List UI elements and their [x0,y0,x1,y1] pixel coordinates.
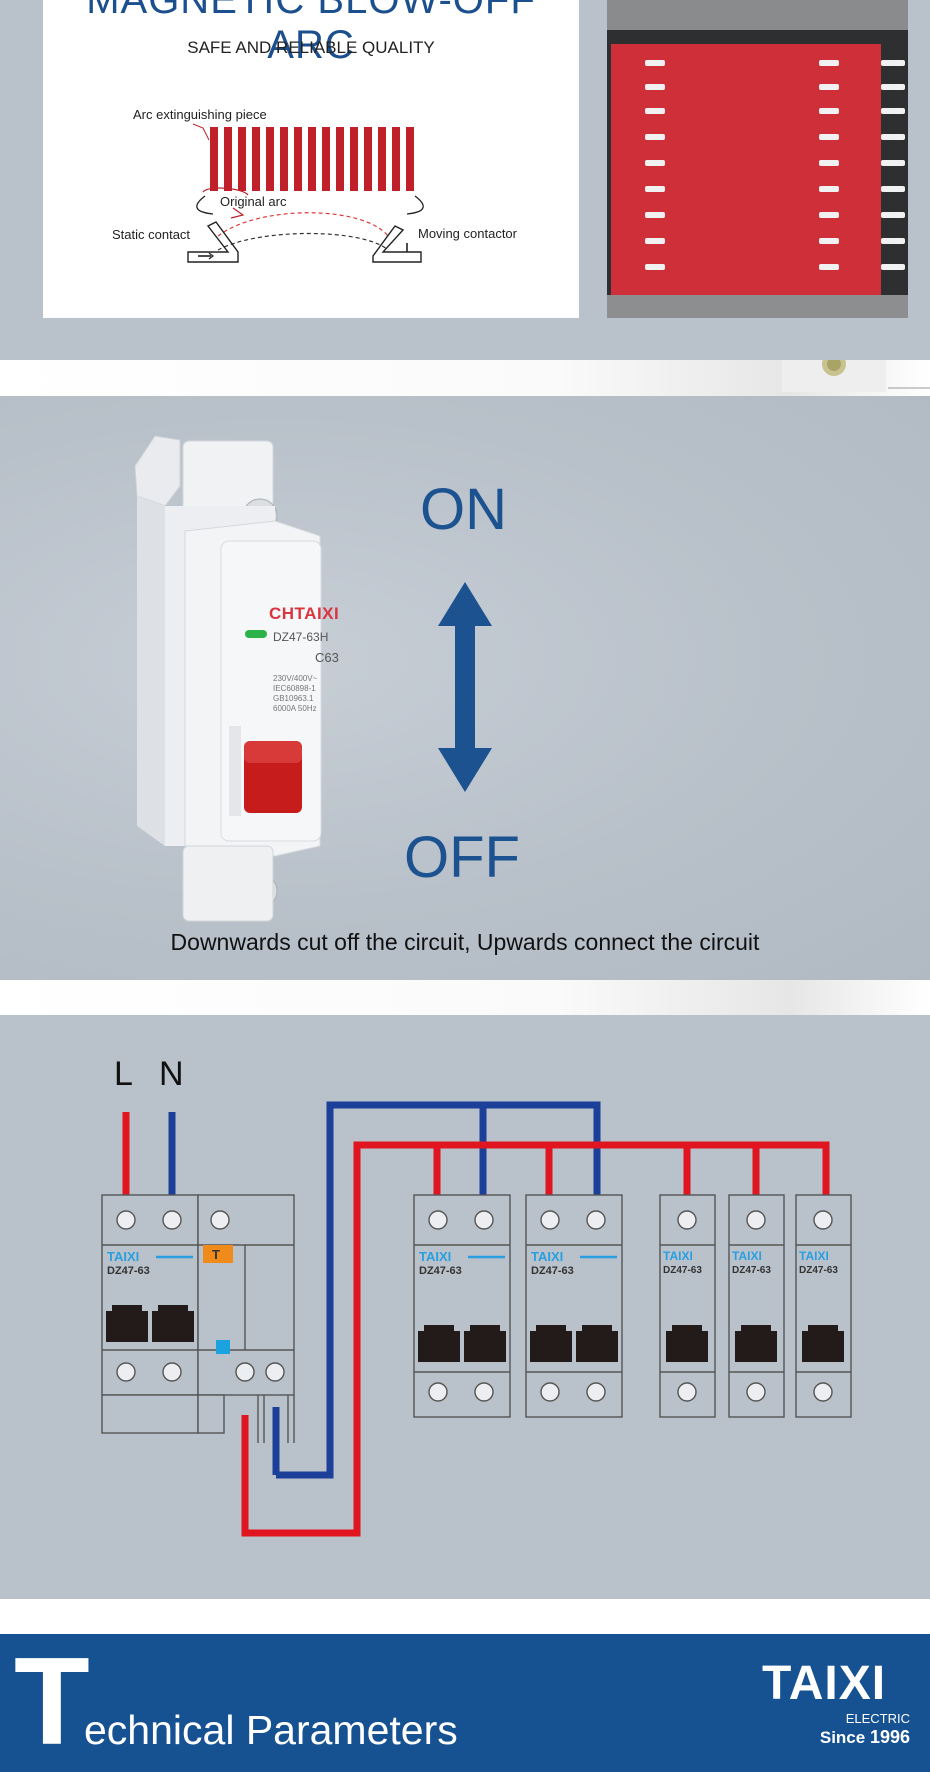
breaker-brand: CHTAIXI [269,604,340,623]
breaker-1p-1-model: DZ47-63 [663,1265,702,1276]
separator-band-1 [0,352,930,396]
single-pole-breakers [659,1194,852,1418]
rcbo-model: DZ47-63 [107,1265,150,1277]
up-down-arrow-icon [438,582,492,792]
original-arc-label: Original arc [220,194,287,209]
breaker-model: DZ47-63H [273,630,329,644]
title-rest: echnical Parameters [84,1707,458,1753]
breaker-2p-2-brand: TAIXI [531,1249,564,1264]
title-initial: T [14,1633,90,1771]
arc-piece-label: Arc extinguishing piece [133,107,267,122]
switch-section: CHTAIXI DZ47-63H C63 230V/400V~ IEC60898… [0,396,930,980]
test-button [203,1245,233,1263]
wires [122,1101,830,1537]
arc-section-title: MAGNETIC BLOW-OFF ARC [86,0,536,67]
breaker-spec-3: GB10963.1 [273,694,314,703]
rcbo-brand: TAIXI [107,1249,140,1264]
breaker-2p-1-model: DZ47-63 [419,1265,462,1277]
neutral-label: N [159,1055,184,1093]
breaker-1p-3-brand: TAIXI [799,1249,829,1263]
brand-logo: TAIXI [762,1657,887,1710]
separator-band-1-image [782,352,930,392]
breaker-1p-1-brand: TAIXI [663,1249,693,1263]
switch-caption: Downwards cut off the circuit, Upwards c… [170,929,760,955]
breaker-spec-1: 230V/400V~ [273,674,318,683]
breaker-rating: C63 [315,650,339,665]
line-label: L [114,1055,133,1093]
rcd-indicator [216,1340,230,1354]
wiring-diagram [101,1101,852,1537]
test-button-label: T [212,1247,220,1262]
arc-extinguishing-diagram [187,123,424,263]
wiring-section: L N T TAIXI DZ47-63 TAIXI DZ47-63 TAIXI … [0,1015,930,1599]
breaker-spec-4: 6000A 50Hz [273,704,317,713]
arc-diagram-card: MAGNETIC BLOW-OFF ARC SAFE AND RELIABLE … [43,0,579,318]
separator-band-2 [0,980,930,1016]
technical-parameters-banner: T echnical Parameters TAIXI ELECTRIC Sin… [0,1634,930,1772]
separator-band-3 [0,1599,930,1634]
brand-logo-subtitle: ELECTRIC [845,1711,910,1726]
arc-chamber-image [607,0,908,318]
arc-section: MAGNETIC BLOW-OFF ARC SAFE AND RELIABLE … [0,0,930,360]
off-label: OFF [404,825,520,890]
breaker-1p-2-model: DZ47-63 [732,1265,771,1276]
circuit-breaker-illustration [134,435,322,922]
arc-section-subtitle: SAFE AND RELIABLE QUALITY [187,38,435,57]
breaker-2p-1-brand: TAIXI [419,1249,452,1264]
since-year: 1996 [869,1727,910,1747]
since-prefix: Since [819,1728,866,1747]
on-label: ON [420,477,507,542]
breaker-1p-2-brand: TAIXI [732,1249,762,1263]
rcbo-handles [106,1305,194,1342]
breaker-2p-2-model: DZ47-63 [531,1265,574,1277]
breaker-1p-3-model: DZ47-63 [799,1265,838,1276]
arc-grid-plates [210,127,414,191]
moving-contactor-label: Moving contactor [418,226,517,241]
rcbo-unit [101,1194,295,1443]
brand-since: Since 1996 [820,1727,910,1748]
two-pole-breakers [413,1194,623,1418]
static-contact-label: Static contact [112,227,191,242]
arc-chamber-photo [607,0,908,318]
breaker-spec-2: IEC60898-1 [273,684,316,693]
